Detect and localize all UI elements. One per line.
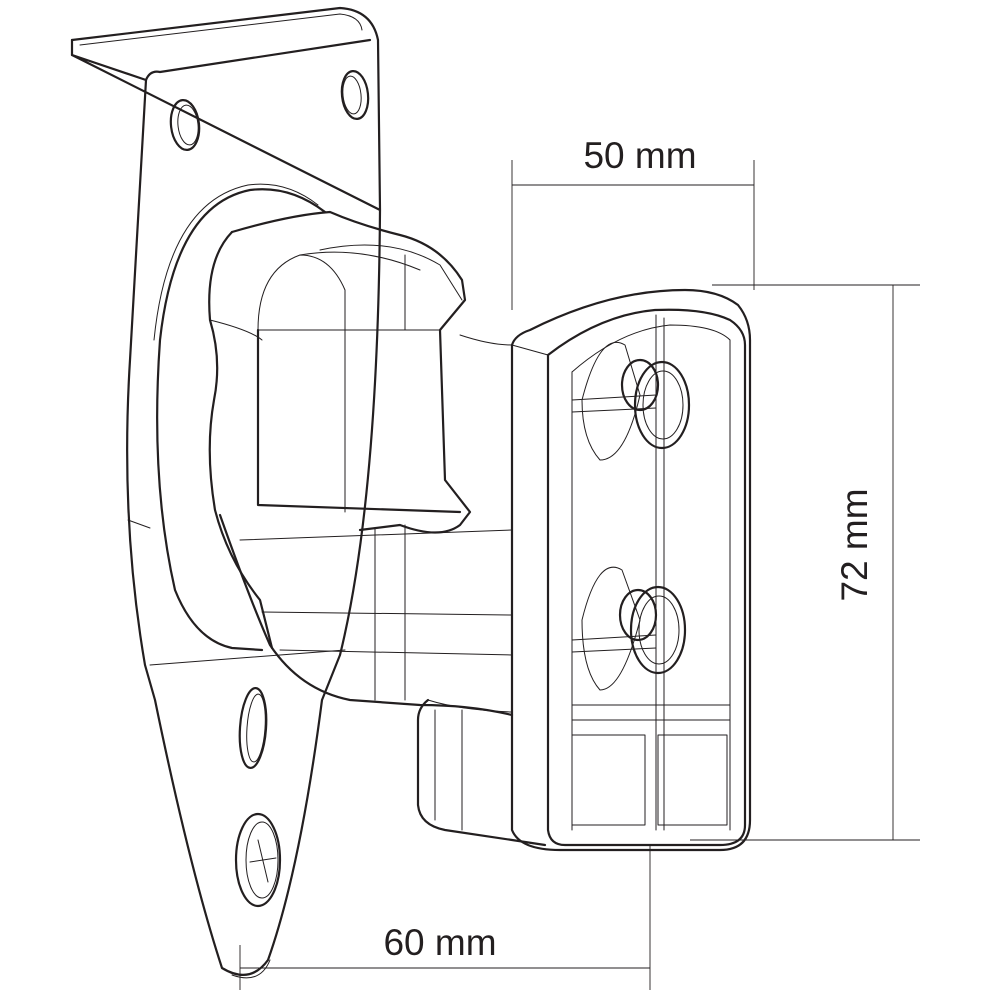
wall-plate: [70, 6, 382, 979]
hole-top-left: [169, 98, 201, 152]
dimension-72mm: 72 mm: [690, 284, 920, 841]
dimension-50mm: 50 mm: [511, 135, 755, 310]
swivel-base: [153, 183, 327, 652]
mounting-knob-top: [581, 341, 691, 461]
screw-head: [234, 812, 282, 908]
speaker-bracket: [510, 288, 752, 852]
mounting-knob-bottom: [581, 566, 687, 691]
hole-top-right: [340, 69, 370, 121]
dimension-60mm: 60 mm: [239, 845, 651, 990]
label-60mm: 60 mm: [383, 922, 496, 963]
hole-bottom: [238, 686, 268, 770]
lower-knuckle: [416, 698, 547, 847]
mounting-holes: [169, 69, 370, 770]
label-50mm: 50 mm: [583, 135, 696, 176]
label-72mm: 72 mm: [834, 488, 875, 601]
swivel-arm: [209, 210, 514, 717]
